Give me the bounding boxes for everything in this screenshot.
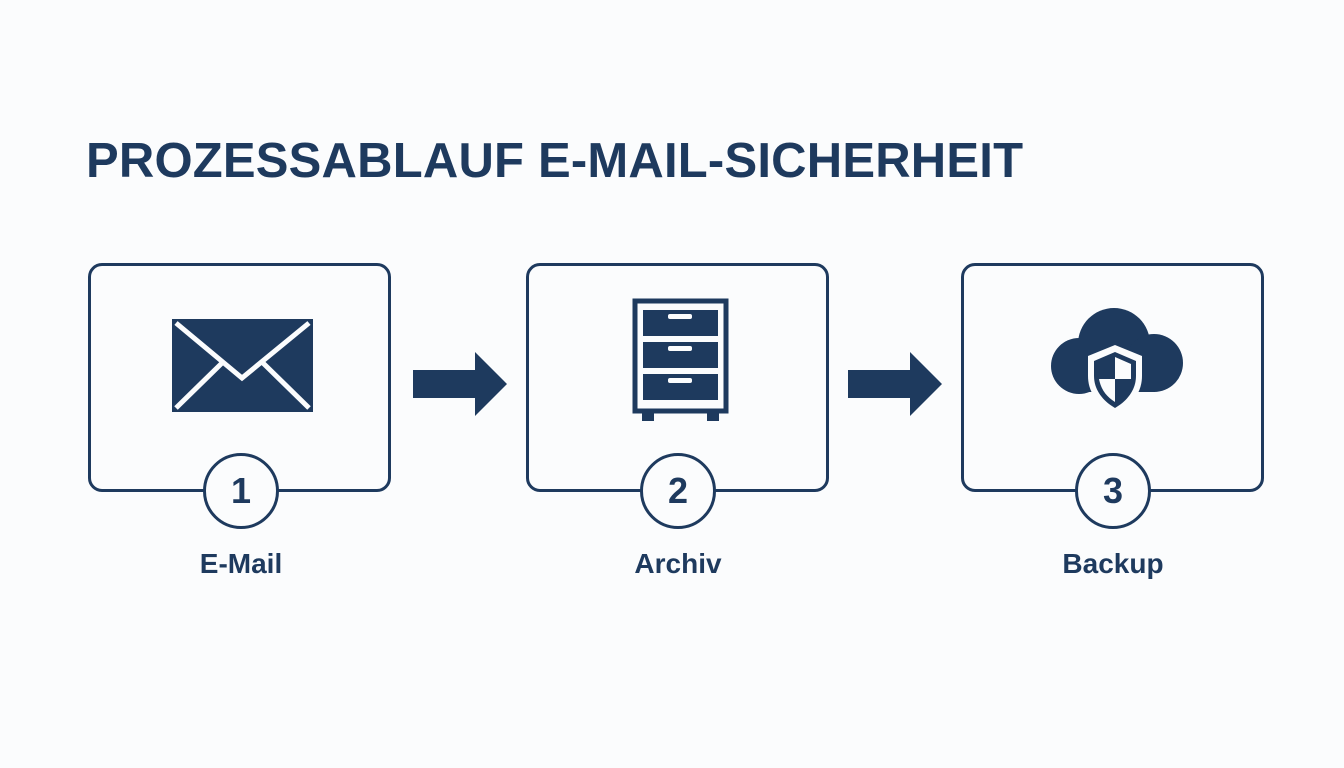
- cloud-shield-icon: [1051, 308, 1183, 415]
- step-label-backup: Backup: [1062, 548, 1164, 579]
- envelope-icon: [172, 319, 313, 412]
- arrow-right-icon: [848, 352, 942, 416]
- step-number-2: 2: [640, 453, 716, 529]
- step-label-email: E-Mail: [199, 548, 283, 579]
- step-label-archive: Archiv: [634, 548, 722, 579]
- step-box-archive: [526, 263, 829, 492]
- page-title: PROZESSABLAUF E-MAIL-SICHERHEIT: [86, 134, 1024, 188]
- filing-cabinet-icon: [632, 298, 729, 421]
- step-number-3: 3: [1075, 453, 1151, 529]
- step-number-1: 1: [203, 453, 279, 529]
- arrow-right-icon: [413, 352, 507, 416]
